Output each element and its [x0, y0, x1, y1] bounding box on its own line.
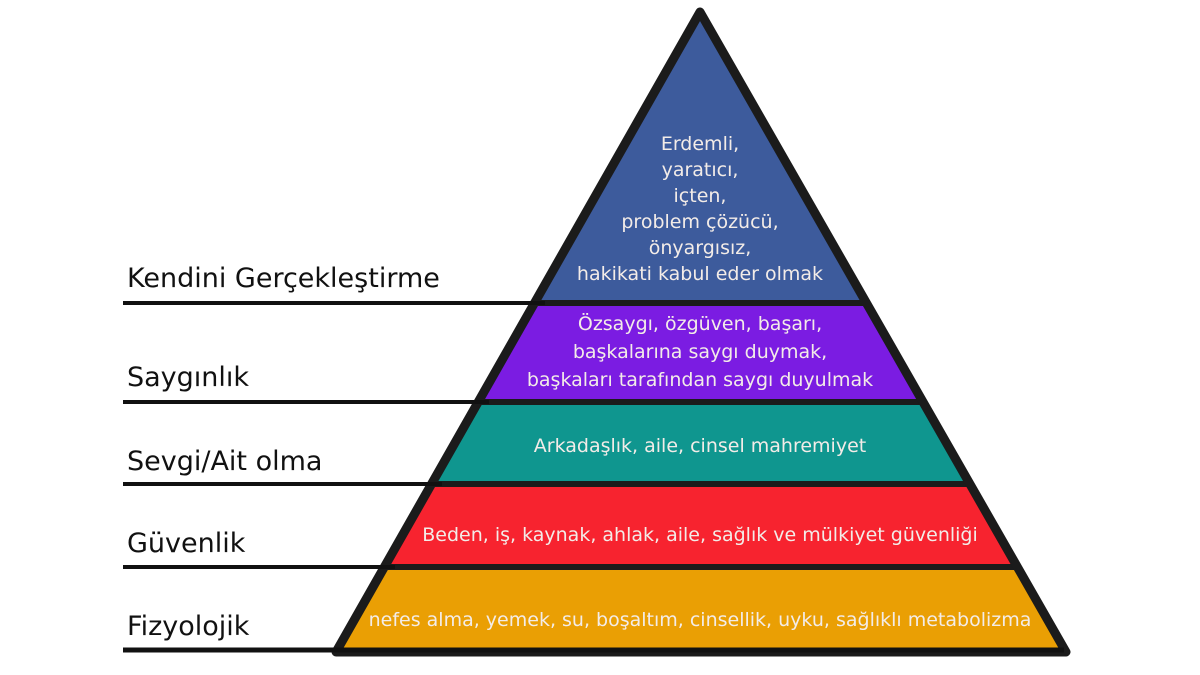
level-physiological-shape — [333, 564, 1069, 655]
level-self-actualization-shape — [531, 9, 869, 306]
level-safety-shape — [381, 481, 1020, 570]
level-love-belonging-shape — [428, 399, 973, 487]
level-esteem-shape — [475, 300, 926, 405]
